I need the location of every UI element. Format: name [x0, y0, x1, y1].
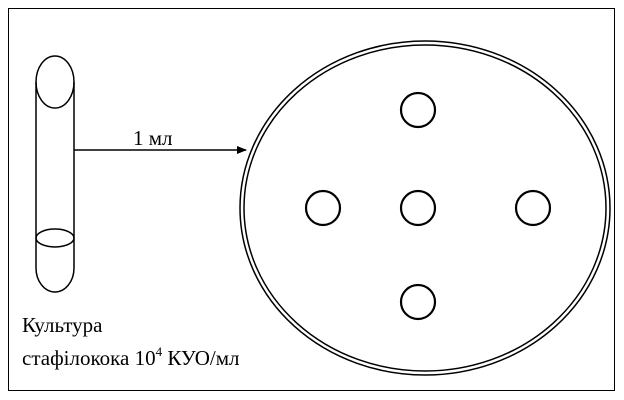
well-top: [399, 91, 437, 129]
well-bottom: [399, 283, 437, 321]
petri-dish: [239, 40, 611, 376]
test-tube-opening: [35, 55, 75, 109]
test-tube-liquid-surface: [35, 228, 75, 248]
culture-label-line2: стафілокока 104 КУО/мл: [22, 345, 240, 370]
culture-label-concentration: стафілокока 10: [22, 346, 156, 370]
petri-dish-outer-rim: [239, 40, 611, 376]
culture-label-line1: Культура: [22, 313, 103, 337]
well-left: [304, 189, 342, 227]
culture-label-unit: КУО/мл: [162, 346, 240, 370]
diagram-frame: [8, 8, 615, 391]
well-right: [514, 189, 552, 227]
wells: [304, 91, 552, 321]
test-tube-body: [35, 82, 75, 293]
culture-label-exponent: 4: [155, 344, 163, 359]
volume-label: 1 мл: [133, 126, 173, 150]
well-center: [399, 189, 437, 227]
petri-dish-inner-rim: [243, 44, 607, 372]
test-tube: [35, 55, 75, 293]
